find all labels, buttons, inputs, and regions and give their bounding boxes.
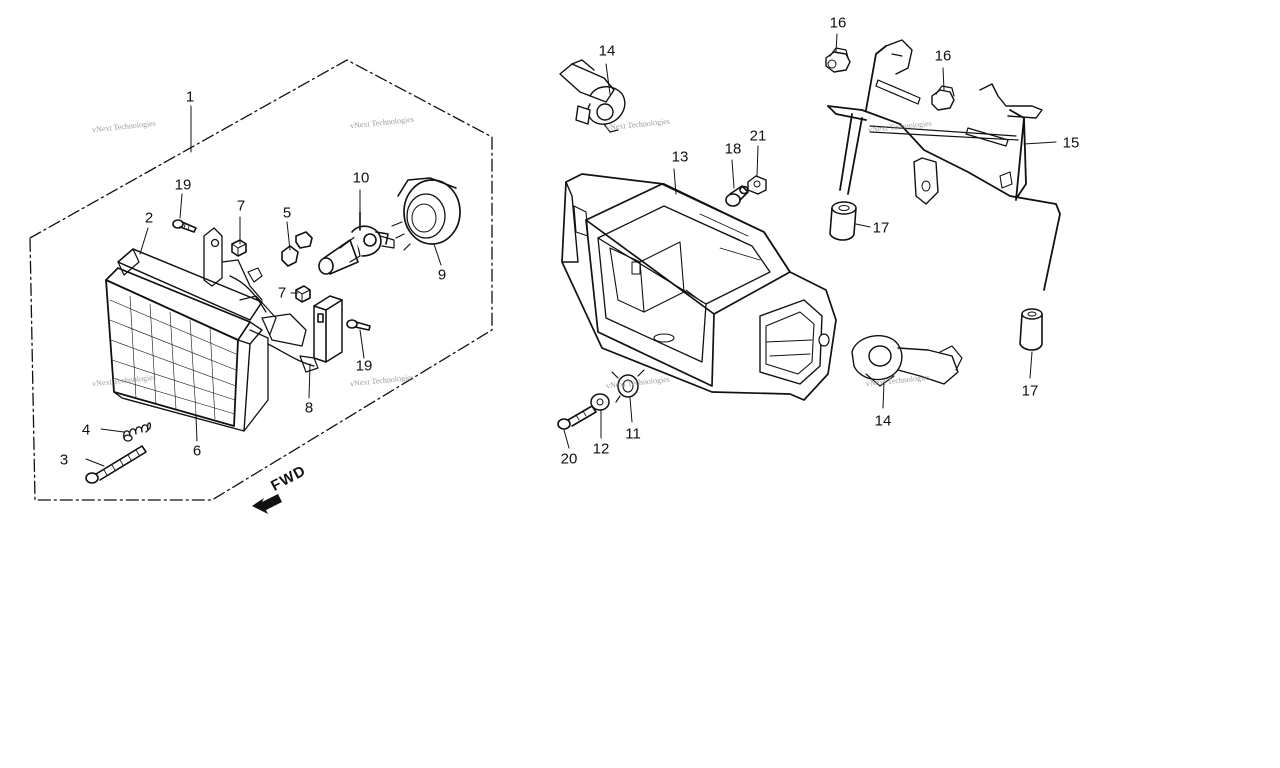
clamp-14-upper[interactable] xyxy=(559,59,626,133)
case-stay[interactable] xyxy=(827,39,1061,291)
callout-16-right[interactable]: 16 xyxy=(934,47,952,65)
callout-10[interactable]: 10 xyxy=(352,169,370,187)
callout-12[interactable]: 12 xyxy=(592,440,610,458)
grommet-21[interactable] xyxy=(747,175,767,195)
headlight-bulb[interactable] xyxy=(318,211,395,275)
callout-4[interactable]: 4 xyxy=(81,421,91,439)
callout-21[interactable]: 21 xyxy=(749,127,767,145)
callout-7-lower[interactable]: 7 xyxy=(277,284,287,302)
callout-17-upper[interactable]: 17 xyxy=(872,219,890,237)
screw-19-lower[interactable] xyxy=(346,319,371,331)
callout-8[interactable]: 8 xyxy=(304,399,314,417)
clamp-14-lower[interactable] xyxy=(851,334,963,387)
spring-clip[interactable] xyxy=(247,267,263,283)
callout-3[interactable]: 3 xyxy=(59,451,69,469)
screw-19-upper[interactable] xyxy=(172,219,197,233)
grommet-11[interactable] xyxy=(611,369,645,403)
cap-nut-16-right[interactable] xyxy=(931,85,955,111)
callout-16-left[interactable]: 16 xyxy=(829,14,847,32)
bolt-20[interactable] xyxy=(557,405,597,430)
callout-13[interactable]: 13 xyxy=(671,148,689,166)
collar-17-upper[interactable] xyxy=(829,201,857,241)
dust-cover[interactable] xyxy=(391,177,461,251)
callout-5[interactable]: 5 xyxy=(282,204,292,222)
headlight-case[interactable] xyxy=(561,173,837,401)
callout-20[interactable]: 20 xyxy=(560,450,578,468)
washer-12[interactable] xyxy=(590,393,610,411)
callout-9[interactable]: 9 xyxy=(437,266,447,284)
headlight-assembly-boundary xyxy=(29,59,493,501)
adjusting-spring[interactable] xyxy=(123,422,152,442)
nut-7-upper[interactable] xyxy=(231,239,247,257)
callout-1[interactable]: 1 xyxy=(185,88,195,106)
wiring-connector[interactable] xyxy=(299,295,343,373)
callout-18[interactable]: 18 xyxy=(724,140,742,158)
collar-18[interactable] xyxy=(725,185,749,207)
callout-19-lower[interactable]: 19 xyxy=(355,357,373,375)
nut-7-lower[interactable] xyxy=(295,285,311,303)
collar-17-lower[interactable] xyxy=(1019,308,1043,351)
callout-17-lower[interactable]: 17 xyxy=(1021,382,1039,400)
bulb-socket[interactable] xyxy=(281,231,313,267)
leader-lines xyxy=(85,33,1057,467)
callout-2[interactable]: 2 xyxy=(144,209,154,227)
headlight-unit[interactable] xyxy=(105,248,277,432)
callout-6[interactable]: 6 xyxy=(192,442,202,460)
cap-nut-16-left[interactable] xyxy=(825,47,851,73)
adjusting-screw[interactable] xyxy=(85,445,147,484)
fwd-arrow xyxy=(252,494,282,514)
callout-14-lower[interactable]: 14 xyxy=(874,412,892,430)
callout-11[interactable]: 11 xyxy=(625,425,641,443)
callout-14-upper[interactable]: 14 xyxy=(598,42,616,60)
callout-15[interactable]: 15 xyxy=(1062,134,1080,152)
callout-19-upper[interactable]: 19 xyxy=(174,176,192,194)
callout-7-upper[interactable]: 7 xyxy=(236,197,246,215)
